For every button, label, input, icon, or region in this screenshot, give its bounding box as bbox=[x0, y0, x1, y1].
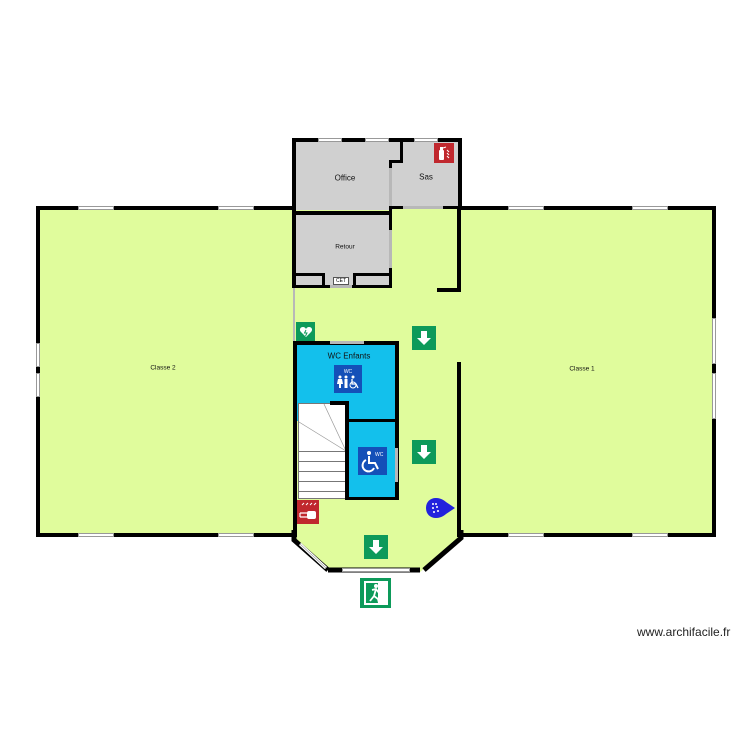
wall bbox=[36, 533, 296, 537]
wall bbox=[330, 401, 348, 405]
staircase bbox=[298, 403, 347, 499]
fire-alarm-icon bbox=[297, 500, 319, 524]
wall bbox=[293, 288, 295, 341]
door-cet[interactable] bbox=[330, 285, 352, 288]
evacuation-arrow-down-icon bbox=[412, 440, 436, 464]
door-retour[interactable] bbox=[389, 230, 392, 268]
room-classe-1[interactable] bbox=[459, 207, 715, 535]
label-office: Office bbox=[334, 173, 356, 183]
window bbox=[712, 373, 716, 419]
wall bbox=[458, 206, 716, 210]
room-office[interactable] bbox=[293, 140, 393, 210]
label-classe-2: Classe 2 bbox=[150, 364, 176, 372]
wall bbox=[389, 160, 403, 163]
window bbox=[712, 318, 716, 364]
defibrillator-icon bbox=[296, 322, 315, 341]
window bbox=[632, 533, 668, 537]
label-wc-enfants: WC Enfants bbox=[327, 351, 371, 361]
wc-sign-text: WC bbox=[343, 369, 353, 375]
evacuation-arrow-down-icon bbox=[364, 535, 388, 559]
wall bbox=[36, 206, 40, 537]
window bbox=[218, 206, 254, 210]
wall bbox=[292, 273, 324, 276]
evacuation-arrow-down-icon bbox=[412, 326, 436, 350]
wall bbox=[458, 138, 462, 210]
braille-info-icon bbox=[426, 498, 455, 518]
wall bbox=[712, 206, 716, 537]
window bbox=[508, 206, 544, 210]
wall bbox=[353, 273, 356, 287]
window bbox=[632, 206, 668, 210]
door-sas[interactable] bbox=[403, 206, 443, 209]
window bbox=[78, 533, 114, 537]
window bbox=[318, 138, 342, 142]
wall bbox=[353, 273, 391, 276]
cet-label: CET bbox=[336, 278, 346, 284]
entrance-door[interactable] bbox=[342, 568, 410, 572]
window bbox=[508, 533, 544, 537]
window bbox=[36, 373, 40, 397]
room-classe-2[interactable] bbox=[37, 207, 295, 535]
fire-extinguisher-icon bbox=[434, 143, 454, 163]
door-wc-enfants[interactable] bbox=[330, 341, 364, 344]
wall bbox=[395, 341, 399, 500]
wc-accessible-icon: WC bbox=[334, 365, 362, 393]
wall bbox=[457, 206, 461, 292]
window bbox=[218, 533, 254, 537]
emergency-exit-icon bbox=[360, 578, 391, 608]
wall bbox=[322, 273, 325, 287]
window bbox=[365, 138, 389, 142]
cet-box: CET bbox=[333, 277, 349, 285]
door-office[interactable] bbox=[389, 168, 392, 206]
wall bbox=[345, 419, 397, 422]
wall bbox=[400, 138, 403, 163]
wall bbox=[458, 533, 716, 537]
watermark: www.archifacile.fr bbox=[637, 625, 731, 639]
wall bbox=[457, 362, 461, 537]
wc-pmr-sign-text: WC bbox=[375, 452, 384, 458]
window bbox=[78, 206, 114, 210]
window bbox=[414, 138, 438, 142]
wall bbox=[36, 206, 296, 210]
wall bbox=[293, 341, 297, 537]
label-sas: Sas bbox=[419, 172, 433, 182]
wall bbox=[345, 497, 399, 500]
window bbox=[36, 343, 40, 367]
label-retour: Retour bbox=[335, 243, 355, 251]
label-classe-1: Classe 1 bbox=[569, 365, 595, 373]
door-wc-pmr[interactable] bbox=[395, 448, 398, 482]
wheelchair-icon: WC bbox=[358, 447, 387, 475]
wall bbox=[292, 211, 392, 215]
wall bbox=[345, 401, 349, 500]
wall bbox=[437, 288, 461, 292]
